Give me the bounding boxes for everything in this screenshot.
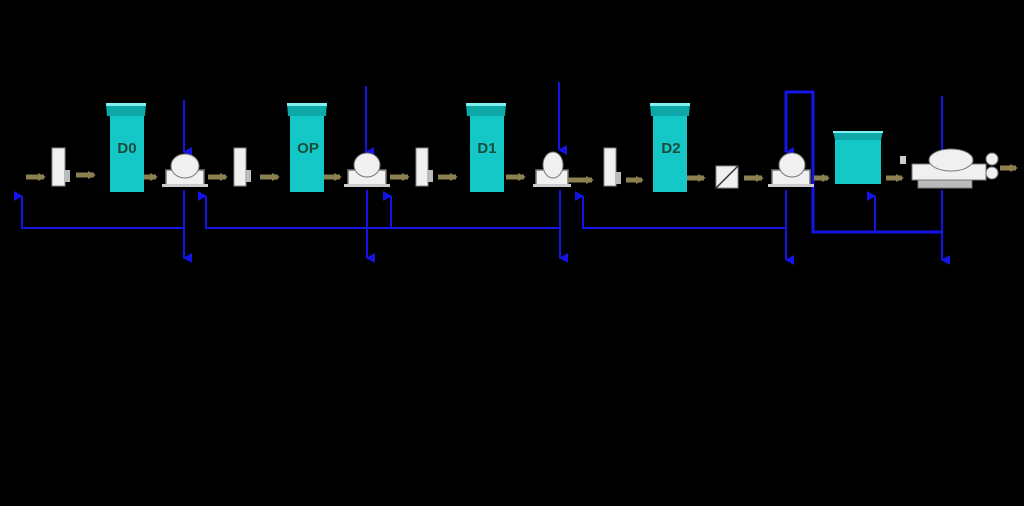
tower-d1: D1 xyxy=(466,103,506,192)
pump-icon xyxy=(768,152,814,187)
press-icon xyxy=(415,147,433,187)
water-lines xyxy=(14,82,950,265)
storage-tank-icon xyxy=(833,131,883,184)
tower-d0: D0 xyxy=(106,103,146,192)
tower-label: D0 xyxy=(117,140,136,157)
tower-label: OP xyxy=(297,140,319,157)
tower-icon xyxy=(470,112,504,192)
screen-icon xyxy=(715,165,739,189)
tower-op: OP xyxy=(287,103,327,192)
pulp-flow xyxy=(26,164,1018,184)
tower-icon xyxy=(290,112,324,192)
pump-icon xyxy=(344,152,390,187)
press-icon xyxy=(603,147,621,187)
tower-d2: D2 xyxy=(650,103,690,192)
tower-label: D1 xyxy=(477,140,496,157)
tower-label: D2 xyxy=(661,140,680,157)
tower-icon xyxy=(653,112,687,192)
tower-icon xyxy=(110,112,144,192)
pump-icon xyxy=(533,151,571,187)
pump-icon xyxy=(162,153,208,187)
press-icon xyxy=(233,147,251,187)
press-icon xyxy=(51,147,70,187)
paper-machine-icon xyxy=(900,148,999,189)
